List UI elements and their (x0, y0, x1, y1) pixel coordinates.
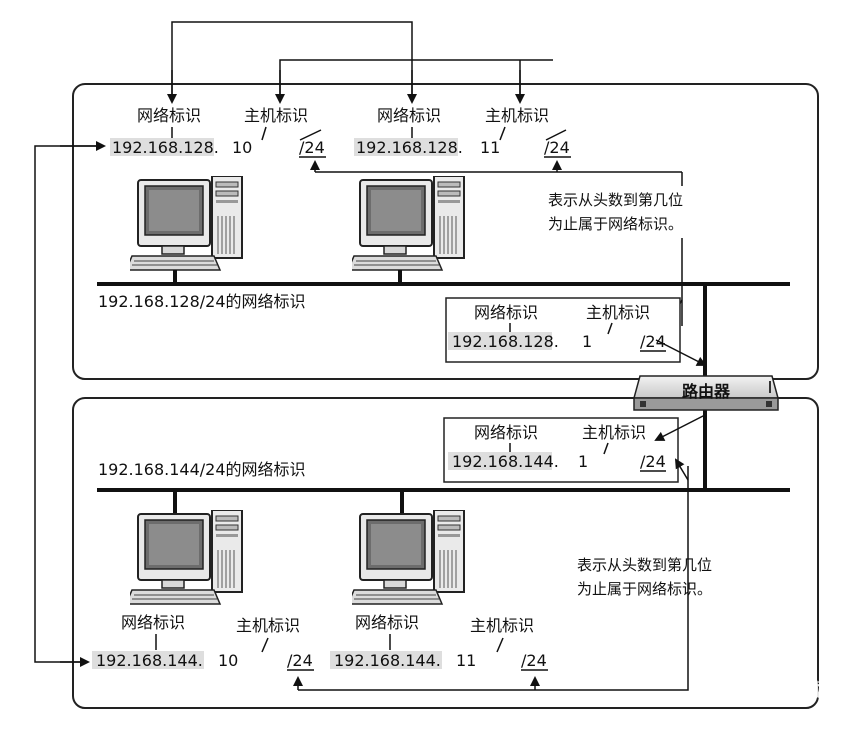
router-label: 路由器 (682, 382, 731, 401)
top-router-host-id: 1 (582, 332, 592, 351)
prefix-note-line1: 表示从头数到第几位 (577, 556, 712, 574)
bottom-left-prefix: /24 (287, 651, 313, 670)
host-id-label: 主机标识 (582, 423, 646, 442)
host-id-label: 主机标识 (586, 303, 650, 322)
bottom-network-title: 192.168.144/24的网络标识 (98, 460, 306, 479)
top-left-net-id: 192.168.128. (112, 138, 219, 157)
top-left-pc-icon (130, 176, 243, 271)
bottom-router-net-id: 192.168.144. (452, 452, 559, 471)
bottom-network-frame (72, 397, 819, 709)
bottom-right-pc-icon (352, 510, 465, 605)
top-right-net-id: 192.168.128. (356, 138, 463, 157)
prefix-note-line1: 表示从头数到第几位 (548, 191, 683, 209)
network-id-label: 网络标识 (377, 106, 441, 125)
host-id-label: 主机标识 (244, 106, 308, 125)
host-id-label: 主机标识 (485, 106, 549, 125)
bottom-router-host-id: 1 (578, 452, 588, 471)
top-network-title: 192.168.128/24的网络标识 (98, 292, 306, 311)
network-id-label: 网络标识 (121, 613, 185, 632)
network-id-label: 网络标识 (474, 423, 538, 442)
top-left-prefix: /24 (299, 138, 325, 157)
router-icon (633, 375, 779, 411)
bottom-right-net-id: 192.168.144. (334, 651, 441, 670)
bottom-left-host-id: 10 (218, 651, 238, 670)
prefix-note-line2: 为止属于网络标识。 (548, 215, 683, 233)
watermark: 豆包AI生成 (722, 679, 825, 703)
bottom-left-net-id: 192.168.144. (96, 651, 203, 670)
top-left-host-id: 10 (232, 138, 252, 157)
prefix-note-line2: 为止属于网络标识。 (577, 580, 712, 598)
top-right-prefix: /24 (544, 138, 570, 157)
host-id-label: 主机标识 (236, 616, 300, 635)
top-network-frame (72, 83, 819, 380)
network-id-label: 网络标识 (137, 106, 201, 125)
bottom-right-prefix: /24 (521, 651, 547, 670)
top-connector-lines (171, 21, 553, 102)
top-router-prefix: /24 (640, 332, 666, 351)
host-id-label: 主机标识 (470, 616, 534, 635)
network-id-label: 网络标识 (355, 613, 419, 632)
bottom-router-prefix: /24 (640, 452, 666, 471)
top-router-net-id: 192.168.128. (452, 332, 559, 351)
top-right-pc-icon (352, 176, 465, 271)
bottom-right-host-id: 11 (456, 651, 476, 670)
bottom-left-pc-icon (130, 510, 243, 605)
bottom-router-if-box (443, 417, 679, 483)
network-id-label: 网络标识 (474, 303, 538, 322)
top-right-host-id: 11 (480, 138, 500, 157)
